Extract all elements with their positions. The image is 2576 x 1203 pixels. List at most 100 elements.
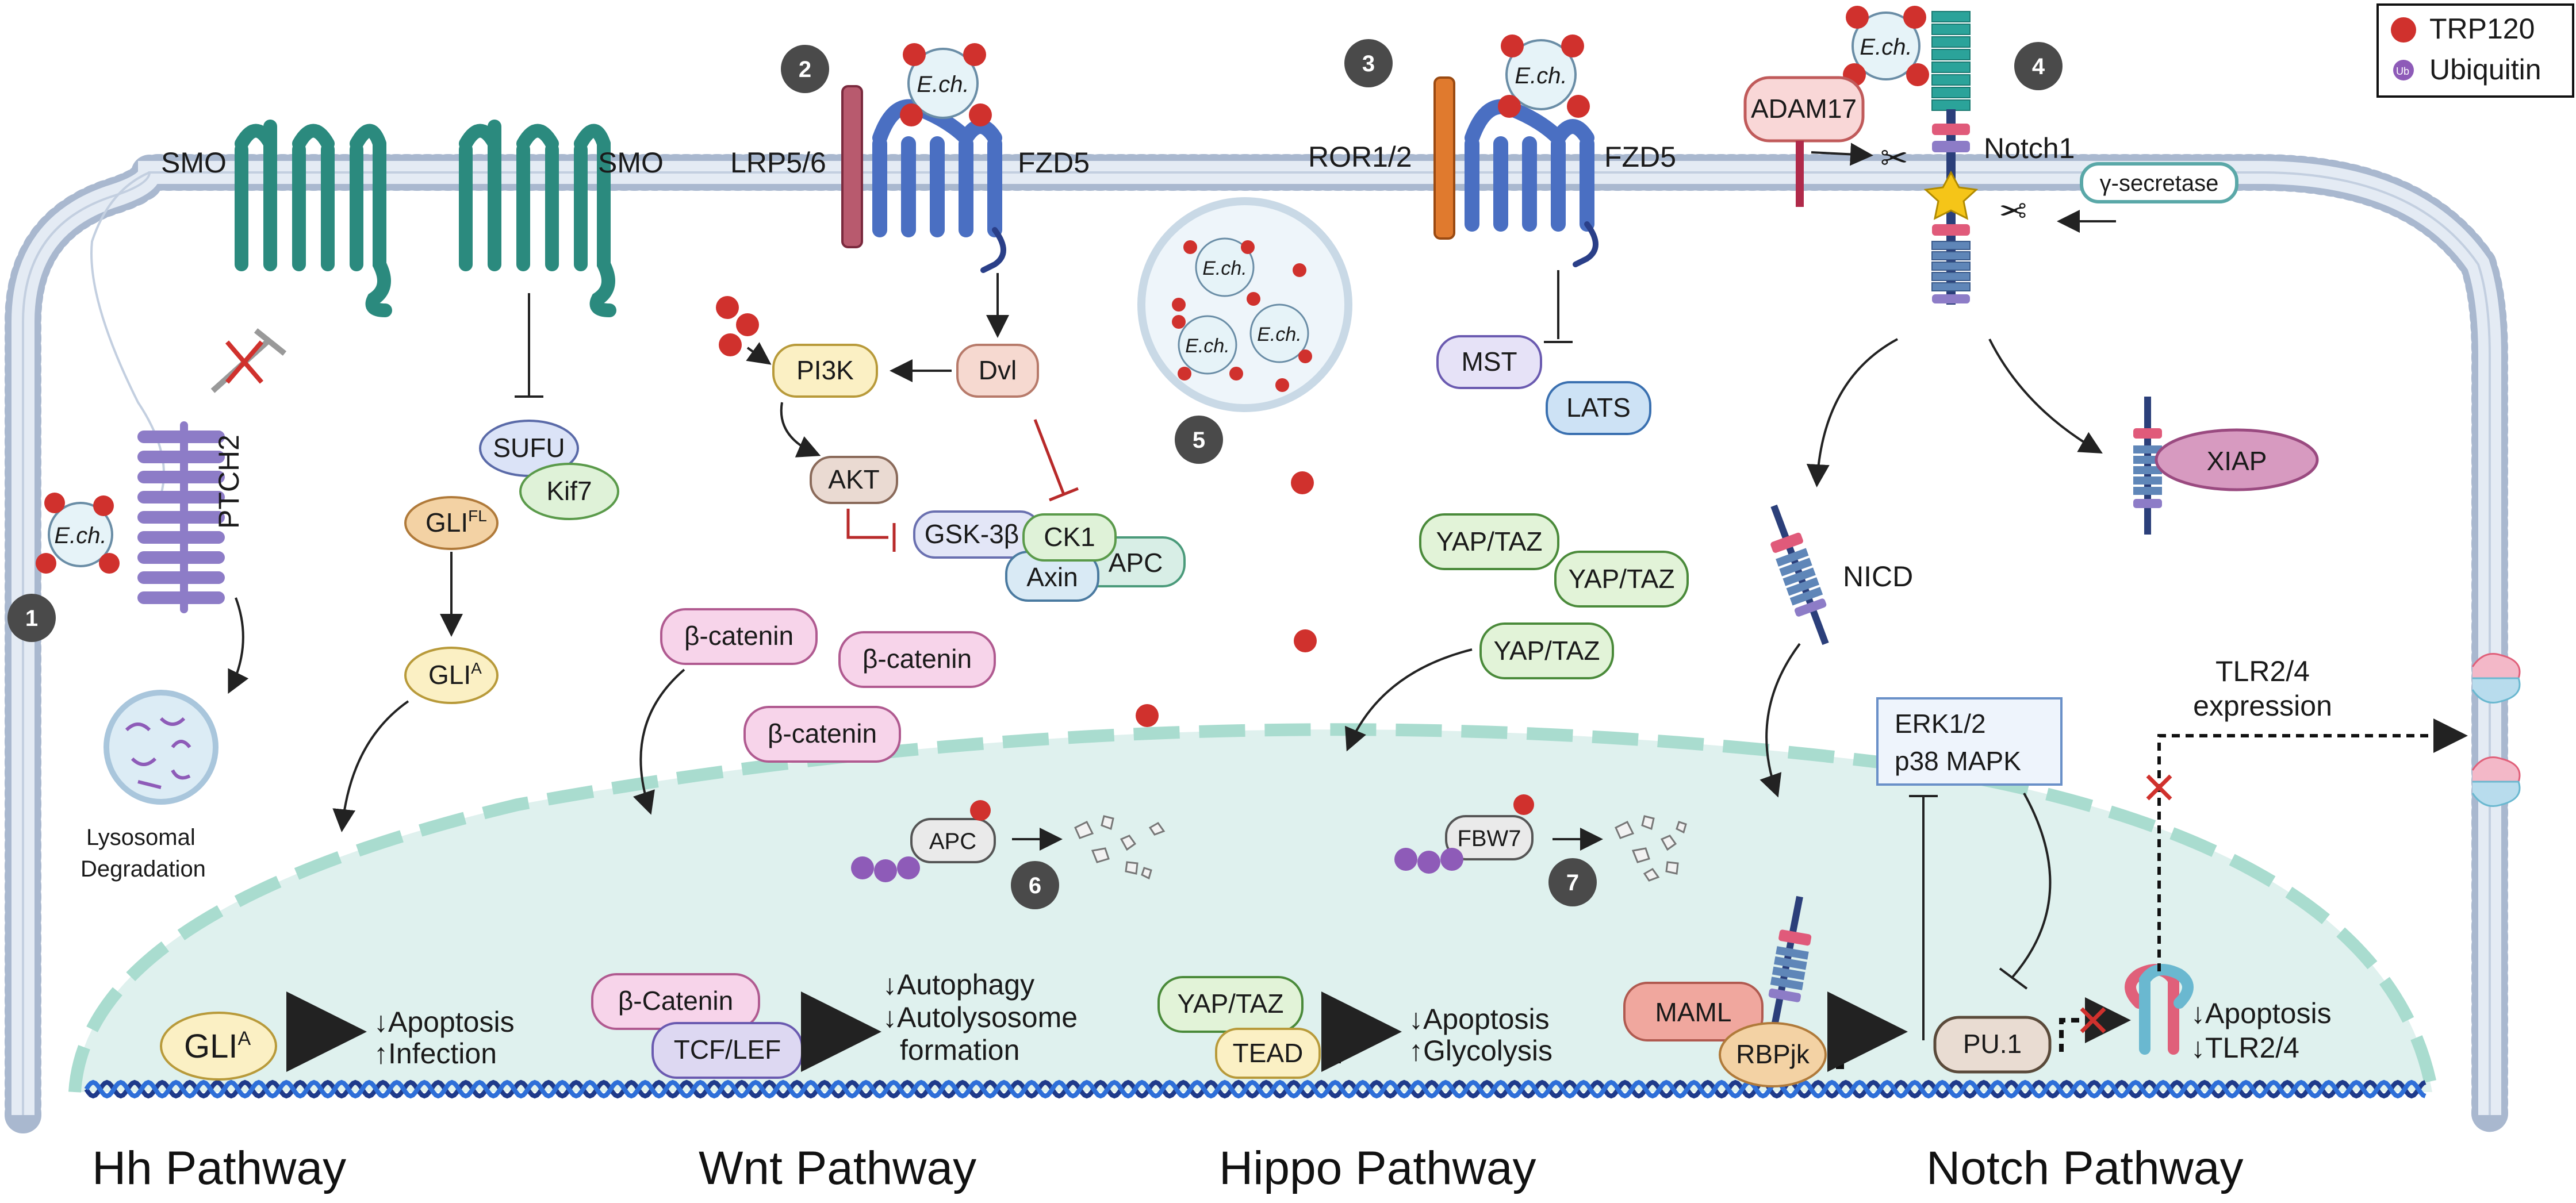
svg-text:APC: APC <box>929 829 976 854</box>
svg-text:YAP/TAZ: YAP/TAZ <box>1569 564 1675 594</box>
gsk3b-node: GSK-3β <box>913 510 1042 559</box>
svg-text:YAP/TAZ: YAP/TAZ <box>1494 636 1600 666</box>
svg-text:GLIFL: GLIFL <box>425 507 487 537</box>
lats-node: LATS <box>1546 381 1651 435</box>
lrp56-label: LRP5/6 <box>730 147 826 179</box>
svg-text:TCF/LEF: TCF/LEF <box>674 1035 781 1064</box>
dvl-node: Dvl <box>956 344 1039 398</box>
svg-text:XIAP: XIAP <box>2207 446 2267 476</box>
svg-text:LATS: LATS <box>1566 393 1631 422</box>
svg-text:2: 2 <box>799 57 811 82</box>
hippo-outcome-glycolysis: ↑Glycolysis <box>1409 1035 1552 1067</box>
nicd-fragment <box>1770 504 1829 645</box>
tlr-receptor-nuclear <box>2125 964 2194 1055</box>
svg-text:E.ch.: E.ch. <box>1257 324 1301 345</box>
step-1-badge <box>7 594 56 642</box>
step-6-badge <box>1011 861 1059 909</box>
fbw7-node: FBW7 <box>1445 815 1534 860</box>
lrp56-receptor <box>841 85 863 248</box>
ubiquitin-chain-fbw7 <box>1394 848 1463 874</box>
legend: TRP120 Ub Ubiquitin <box>2376 3 2574 98</box>
svg-text:Axin: Axin <box>1026 562 1078 592</box>
svg-text:β-catenin: β-catenin <box>684 621 793 651</box>
fzd5-receptor-hippo <box>1465 99 1598 267</box>
svg-text:Dvl: Dvl <box>979 355 1017 385</box>
fzd5-label-wnt: FZD5 <box>1018 147 1090 179</box>
smo-receptor-left <box>235 120 392 317</box>
svg-text:GLIA: GLIA <box>428 659 482 690</box>
pu1-node: PU.1 <box>1933 1016 2052 1074</box>
ror12-receptor <box>1433 76 1455 240</box>
axin-node: Axin <box>1005 551 1099 602</box>
svg-text:β-Catenin: β-Catenin <box>618 986 733 1016</box>
ptch2-label: PTCH2 <box>213 435 245 529</box>
wnt-outcome-formation: formation <box>900 1034 1019 1066</box>
adam17-node: ADAM17 <box>1743 76 1865 143</box>
kif7-node: Kif7 <box>519 463 619 520</box>
rbpjk-node: RBPjk <box>1719 1022 1827 1087</box>
gamma-secretase-node: γ-secretase <box>2080 162 2238 203</box>
nicd-label: NICD <box>1843 560 1913 593</box>
tlr-receptor-membrane-1 <box>2471 653 2521 704</box>
notch1-label: Notch1 <box>1984 132 2075 164</box>
svg-text:E.ch.: E.ch. <box>917 72 969 97</box>
step-4-badge <box>2014 42 2063 90</box>
svg-text:PI3K: PI3K <box>796 355 854 385</box>
yap-taz-nuclear-node: YAP/TAZ <box>1157 976 1304 1033</box>
svg-text:GSK-3β: GSK-3β <box>925 519 1019 549</box>
apc-ub-node: APC <box>910 818 996 863</box>
tlr-expression-line2: expression <box>2193 690 2332 722</box>
gli-fl-node: GLIFL <box>404 496 499 550</box>
block-x-icon-pu1 <box>2080 1007 2106 1033</box>
step-2-badge <box>781 45 829 93</box>
svg-text:γ-secretase: γ-secretase <box>2100 171 2219 196</box>
svg-text:MAML: MAML <box>1655 997 1732 1027</box>
ech-bacterium-wnt: E.ch. <box>900 43 992 126</box>
beta-catenin-nuclear-node: β-Catenin <box>591 973 760 1030</box>
dna-helix <box>84 1079 2426 1099</box>
svg-text:3: 3 <box>1362 51 1375 76</box>
svg-text:ADAM17: ADAM17 <box>1751 94 1857 124</box>
ech-bacterium-ptch2: E.ch. <box>36 493 120 574</box>
svg-text:4: 4 <box>2032 54 2045 79</box>
svg-text:TEAD: TEAD <box>1233 1038 1304 1068</box>
svg-text:AKT: AKT <box>828 464 879 494</box>
hh-pathway: SMO SMO PTCH2 E.ch. Ly <box>36 120 664 1081</box>
beta-catenin-node-1: β-catenin <box>660 608 818 665</box>
scissors-icon-gamma: ✂ <box>1999 191 2027 228</box>
yap-taz-node-2: YAP/TAZ <box>1554 551 1689 608</box>
gli-a-nuclear-node: GLIA <box>160 1012 277 1081</box>
svg-text:FBW7: FBW7 <box>1457 826 1521 851</box>
mst-node: MST <box>1436 335 1542 389</box>
block-x-icon <box>225 340 264 384</box>
ech-bacterium-notch: E.ch. <box>1843 6 1929 86</box>
svg-text:Ub: Ub <box>2396 66 2409 77</box>
degradation-label: Degradation <box>80 856 206 882</box>
maml-node: MAML <box>1623 982 1764 1041</box>
pi3k-node: PI3K <box>772 344 878 398</box>
wnt-pathway: LRP5/6 FZD5 E.ch. 2 Dvl PI3K <box>591 43 1186 1079</box>
wnt-pathway-title: Wnt Pathway <box>699 1142 976 1194</box>
wnt-outcome-autophagy: ↓Autophagy <box>883 968 1034 1001</box>
hippo-outcome-apoptosis: ↓Apoptosis <box>1409 1003 1550 1035</box>
degraded-fragments-apc <box>1074 815 1166 880</box>
step-3-badge <box>1344 39 1393 87</box>
legend-ubiquitin-label: Ubiquitin <box>2429 53 2542 86</box>
tlr-expression-line1: TLR2/4 <box>2215 655 2310 687</box>
sufu-node: SUFU <box>479 420 579 477</box>
svg-text:APC: APC <box>1109 548 1163 578</box>
scissors-icon-adam17: ✂ <box>1880 140 1908 177</box>
svg-text:β-catenin: β-catenin <box>862 644 972 674</box>
fzd5-label-hippo: FZD5 <box>1604 141 1676 173</box>
hh-pathway-title: Hh Pathway <box>92 1142 346 1194</box>
yap-taz-node-1: YAP/TAZ <box>1419 513 1559 570</box>
cell-membrane <box>5 154 2508 1133</box>
apc-degradation: APC 6 <box>851 800 1166 909</box>
cleavage-star-icon <box>1923 170 1979 220</box>
svg-text:Kif7: Kif7 <box>546 476 592 506</box>
ubiquitin-chain-apc <box>851 856 920 882</box>
trp120-dot <box>716 296 739 319</box>
svg-text:RBPjk: RBPjk <box>1736 1039 1810 1069</box>
svg-text:SUFU: SUFU <box>493 433 565 463</box>
